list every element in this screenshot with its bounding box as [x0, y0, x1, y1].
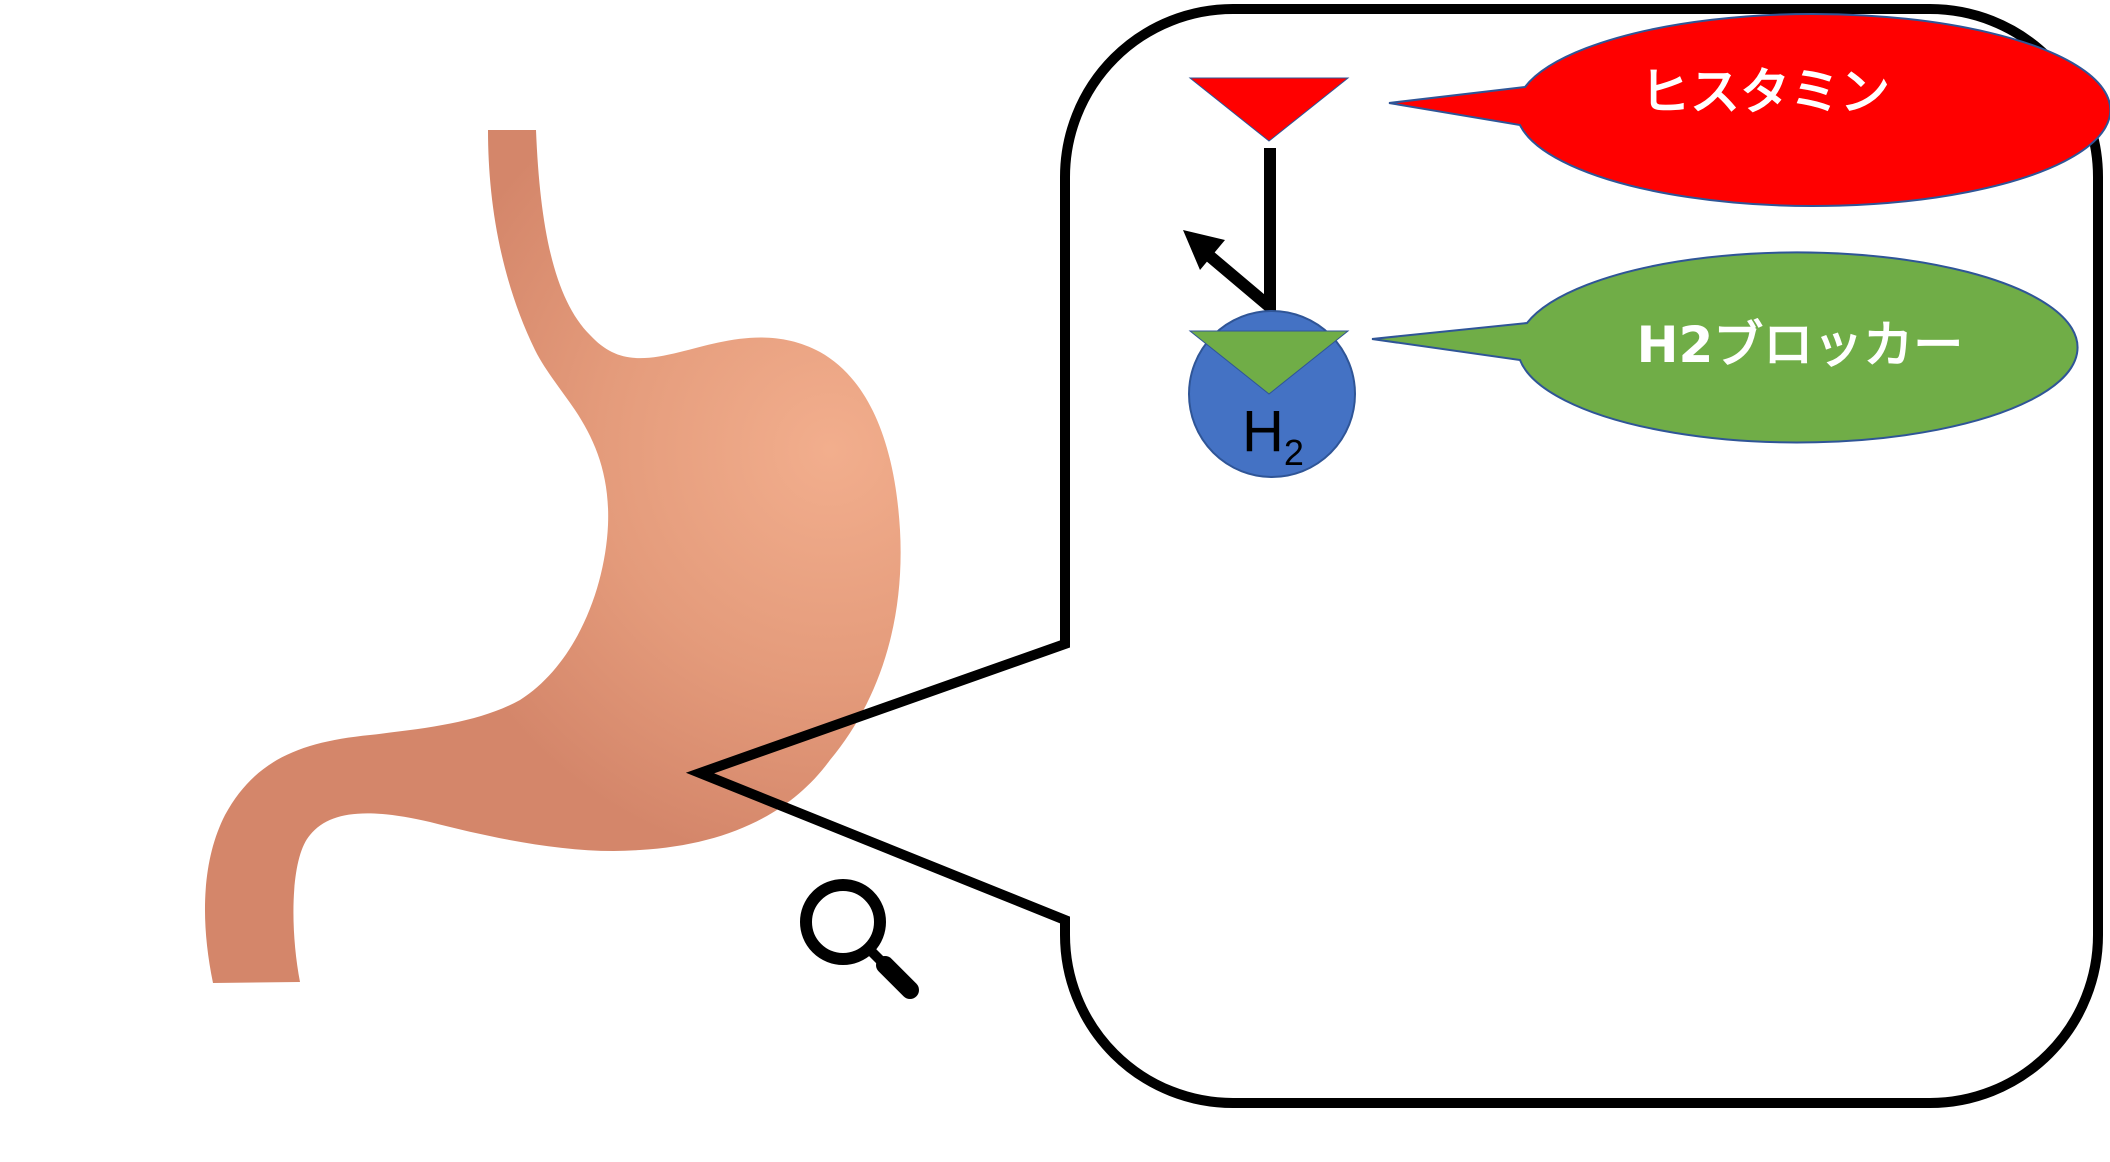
blocker-callout: H2ブロッカー [1371, 251, 2079, 444]
stomach-illustration [204, 130, 901, 983]
receptor-label: H2 [1242, 399, 1304, 473]
histamine-label: ヒスタミン [1640, 63, 1890, 121]
stomach-body [204, 130, 901, 983]
blocker-bubble [1371, 251, 2079, 444]
histamine-triangle [1188, 77, 1350, 142]
histamine-bubble [1388, 13, 2110, 207]
histamine-callout: ヒスタミン [1388, 13, 2110, 207]
blocker-triangle [1188, 330, 1350, 395]
bounce-arrow-icon [1183, 148, 1276, 320]
blocker-label: H2ブロッカー [1637, 316, 1964, 374]
magnifying-glass-icon [800, 879, 919, 999]
